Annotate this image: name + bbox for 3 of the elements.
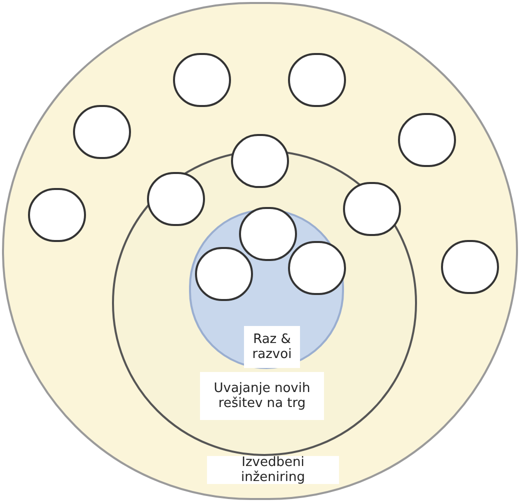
circle-label: Uvajanje novih rešitev na trg <box>200 372 324 420</box>
circle-label: Izvedbeni inženiring <box>207 456 339 484</box>
circle-label: Raz & razvoi <box>244 326 300 368</box>
